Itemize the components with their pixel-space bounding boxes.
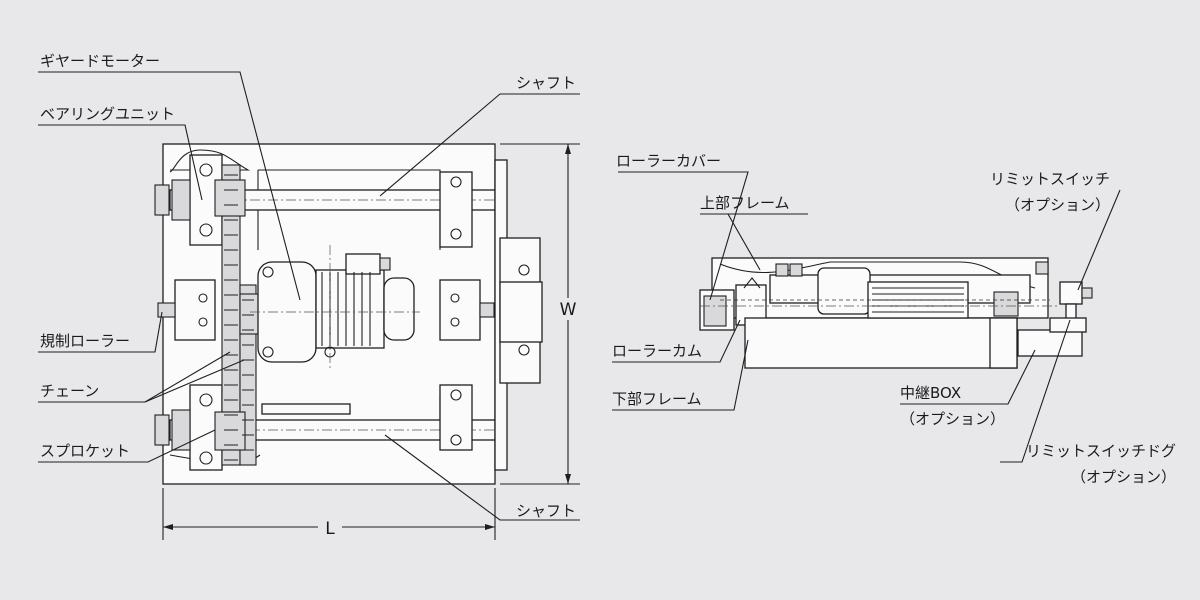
lower-rod (261, 403, 351, 415)
shaft-end-left-top (154, 184, 170, 216)
guide-roller-block-right (439, 279, 481, 341)
junction-box-shape (1017, 329, 1083, 357)
label-roller-cover: ローラーカバー (616, 152, 721, 170)
leaders-right (612, 171, 1121, 463)
sprocket-bottom (214, 411, 246, 451)
label-gear-motor: ギヤードモーター (40, 52, 160, 70)
guide-roller-block-left (174, 279, 216, 341)
lower-frame-shape (744, 317, 1018, 369)
bearing-unit-right-bottom (439, 384, 473, 451)
label-limit-switch-note: （オプション） (1005, 196, 1110, 214)
label-junction-box-note: （オプション） (900, 410, 1005, 428)
label-limit-switch-dog: リミットスイッチドグ (1026, 442, 1176, 460)
label-chain: チェーン (40, 382, 99, 400)
label-shaft-top: シャフト (516, 74, 576, 92)
label-lower-frame: 下部フレーム (612, 390, 702, 408)
sprocket-top (214, 179, 246, 217)
side-view (699, 257, 1093, 369)
label-roller-cam: ローラーカム (612, 342, 702, 360)
label-sprocket: スプロケット (40, 442, 130, 460)
limit-switch-shape (1059, 281, 1083, 305)
label-upper-frame: 上部フレーム (700, 194, 790, 212)
labels: ギヤードモーター ベアリングユニット 規制ローラー チェーン スプロケット シャ… (40, 52, 1176, 520)
dim-l-label: L (325, 519, 335, 539)
label-guide-roller: 規制ローラー (40, 332, 130, 350)
label-limit-switch-dog-note: （オプション） (1071, 468, 1176, 486)
label-limit-switch: リミットスイッチ (990, 170, 1110, 188)
label-junction-box: 中継BOX (900, 384, 961, 402)
dim-w-label: W (560, 300, 577, 320)
geared-motor (257, 253, 415, 363)
side-motor (817, 267, 871, 315)
label-shaft-bottom: シャフト (516, 502, 576, 520)
leaders-left (38, 71, 580, 521)
shaft-end-left-bottom (154, 414, 170, 446)
label-bearing-unit: ベアリングユニット (40, 105, 175, 123)
guide-roller-left (157, 302, 176, 318)
bearing-unit-right-top (439, 171, 473, 248)
plan-view: L W (154, 143, 580, 540)
